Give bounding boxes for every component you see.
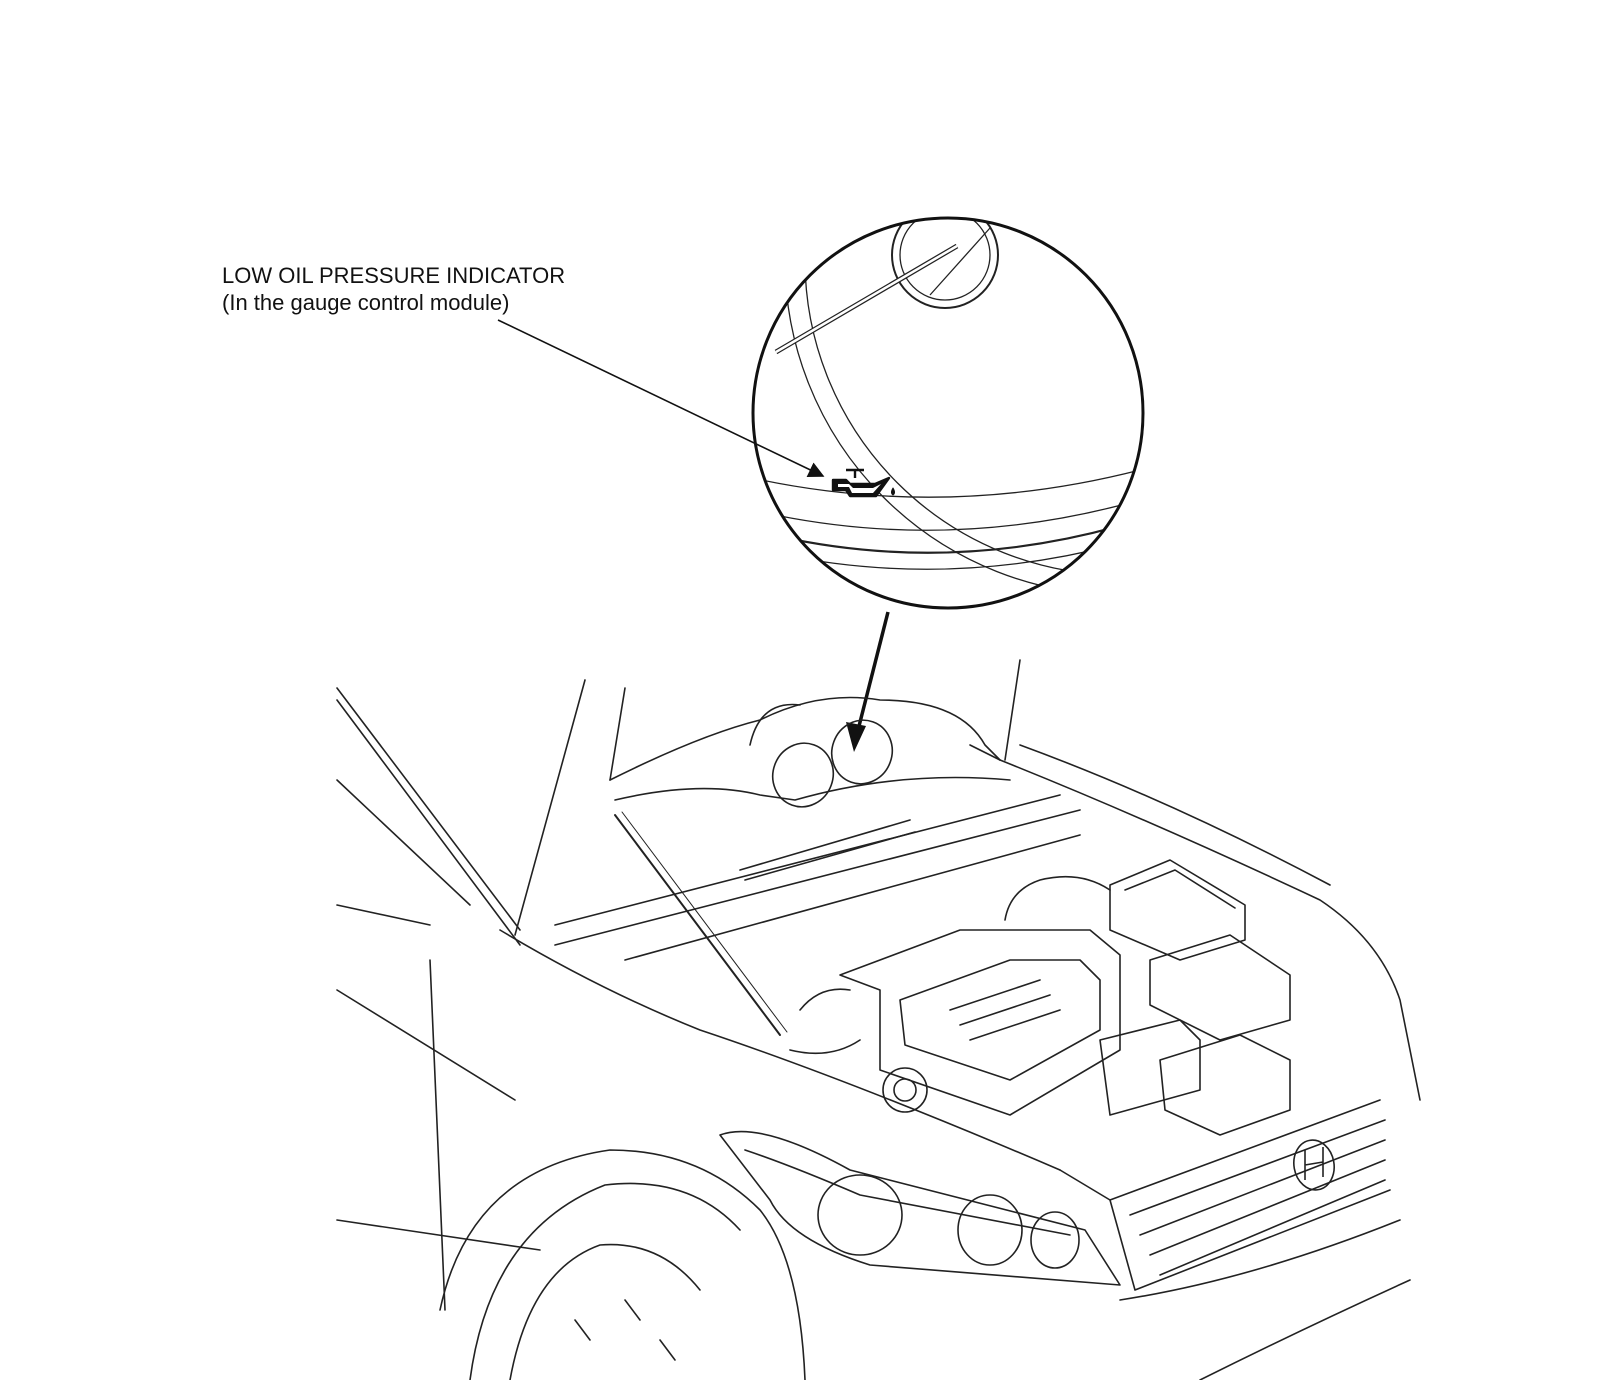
- pointer-arrow: [846, 611, 890, 752]
- callout-label: LOW OIL PRESSURE INDICATOR (In the gauge…: [222, 262, 565, 316]
- callout-title: LOW OIL PRESSURE INDICATOR: [222, 263, 566, 288]
- h-emblem-icon: [1293, 1139, 1335, 1191]
- magnifier-circle: [751, 216, 1145, 610]
- oil-can-icon: [831, 468, 895, 498]
- leader-line: [497, 319, 825, 477]
- callout-subtitle: (In the gauge control module): [222, 290, 510, 315]
- car-illustration: [336, 659, 1421, 1380]
